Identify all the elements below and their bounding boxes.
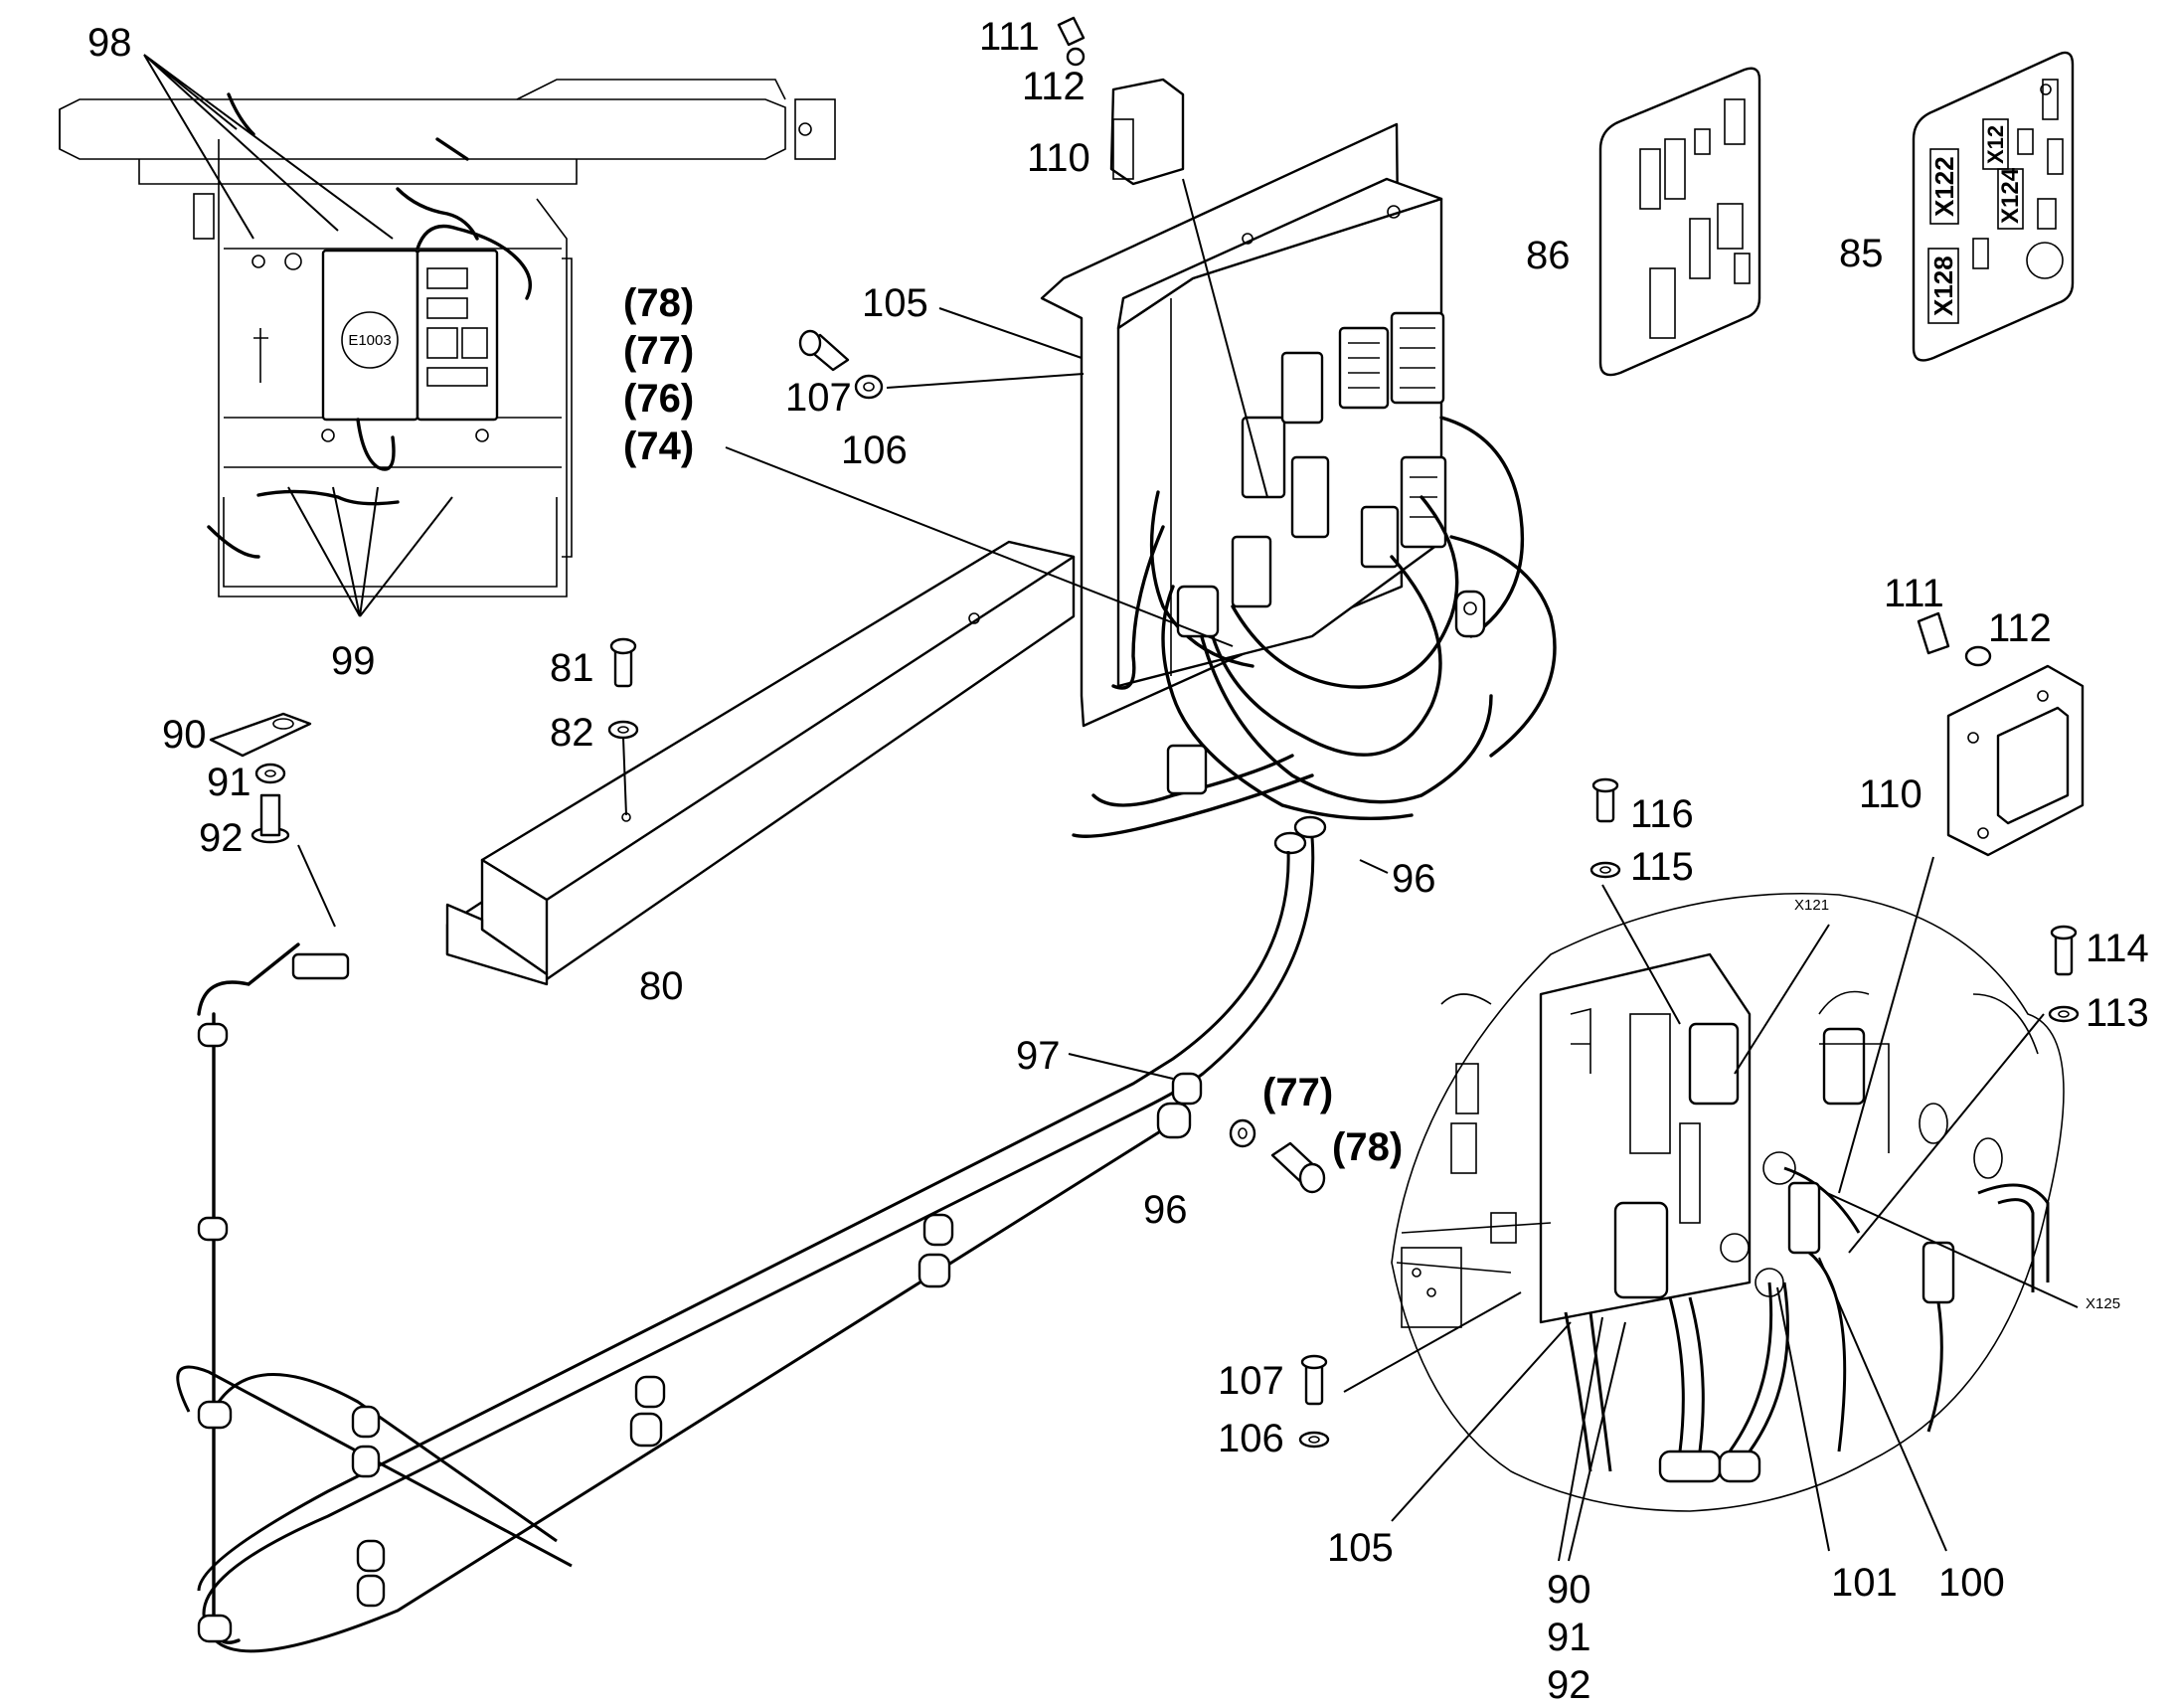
hardware-116-115 <box>1589 777 1621 879</box>
leaders-98-99 <box>143 54 453 617</box>
callout-97: 97 <box>1016 1034 1061 1078</box>
callout-99: 99 <box>331 639 376 683</box>
plate85-x12: X12 <box>1983 125 2008 164</box>
callout-77-top: (77) <box>623 329 694 373</box>
hardware-107-106-bottom <box>1298 1354 1330 1449</box>
callout-91-bottom: 91 <box>1547 1616 1591 1659</box>
callout-107-top: 107 <box>785 376 852 420</box>
callout-74: (74) <box>623 425 694 468</box>
plate-86 <box>1598 67 1761 377</box>
module-e1003-label: E1003 <box>348 332 391 349</box>
leader-lines <box>725 178 2079 1562</box>
callout-85: 85 <box>1839 232 1884 275</box>
harness-clamps <box>197 1022 1203 1643</box>
main-harness <box>176 836 1315 1653</box>
callout-113: 113 <box>2086 991 2149 1035</box>
callout-91-left: 91 <box>207 761 251 804</box>
callout-112-top: 112 <box>1022 65 1086 108</box>
callout-98: 98 <box>87 21 132 65</box>
hardware-77-78-mid <box>1229 1118 1326 1194</box>
callout-92-left: 92 <box>199 816 244 860</box>
callout-105-bottom: 105 <box>1327 1526 1394 1570</box>
connector-tag-x121: X121 <box>1794 897 1829 914</box>
callout-92-bottom: 92 <box>1547 1663 1591 1703</box>
relay-110-top <box>1057 16 1185 186</box>
callout-116: 116 <box>1630 792 1694 836</box>
relay-110-right <box>1917 611 2085 857</box>
hardware-90-91-92-left <box>209 712 336 928</box>
callout-80: 80 <box>639 964 684 1008</box>
callout-107-bottom: 107 <box>1218 1359 1284 1403</box>
callout-96-lower: 96 <box>1143 1188 1188 1232</box>
detail-inset <box>1391 892 2065 1512</box>
plate85-x122: X122 <box>1929 156 1959 217</box>
callout-114: 114 <box>2086 927 2149 970</box>
hardware-114-113 <box>2048 925 2080 1023</box>
plate-85: X128 X122 X124 X12 <box>1912 51 2075 362</box>
callout-78-mid: (78) <box>1332 1125 1403 1169</box>
plate85-x124: X124 <box>1997 167 2024 224</box>
callout-86: 86 <box>1526 234 1571 277</box>
callout-81: 81 <box>550 646 594 690</box>
callout-77-mid: (77) <box>1262 1071 1333 1114</box>
callout-90-left: 90 <box>162 713 207 757</box>
connector-tag-x125: X125 <box>2086 1295 2120 1312</box>
callout-101: 101 <box>1831 1561 1898 1605</box>
callout-110-top: 110 <box>1027 136 1090 180</box>
callout-111-right: 111 <box>1884 572 1944 615</box>
bar-80 <box>445 540 1076 986</box>
callout-111-top: 111 <box>979 15 1040 59</box>
callout-100: 100 <box>1938 1561 2005 1605</box>
callout-115: 115 <box>1630 845 1694 889</box>
callout-96-upper: 96 <box>1392 857 1436 901</box>
callout-106-bottom: 106 <box>1218 1417 1284 1460</box>
hardware-107-106-top <box>798 329 884 400</box>
callout-82: 82 <box>550 711 594 755</box>
callout-106-top: 106 <box>841 428 908 472</box>
callout-90-bottom: 90 <box>1547 1568 1591 1612</box>
hardware-81-82 <box>607 637 639 816</box>
callout-112-right: 112 <box>1988 606 2052 650</box>
control-box-assembly <box>1040 122 1557 855</box>
callout-110-right: 110 <box>1859 772 1922 816</box>
overview-inset: E1003 <box>59 79 836 598</box>
callout-105-top: 105 <box>862 281 928 325</box>
plate85-x128: X128 <box>1928 256 1958 316</box>
callout-78-top: (78) <box>623 281 694 325</box>
callout-76: (76) <box>623 377 694 421</box>
module-e1003-badge <box>341 311 399 369</box>
